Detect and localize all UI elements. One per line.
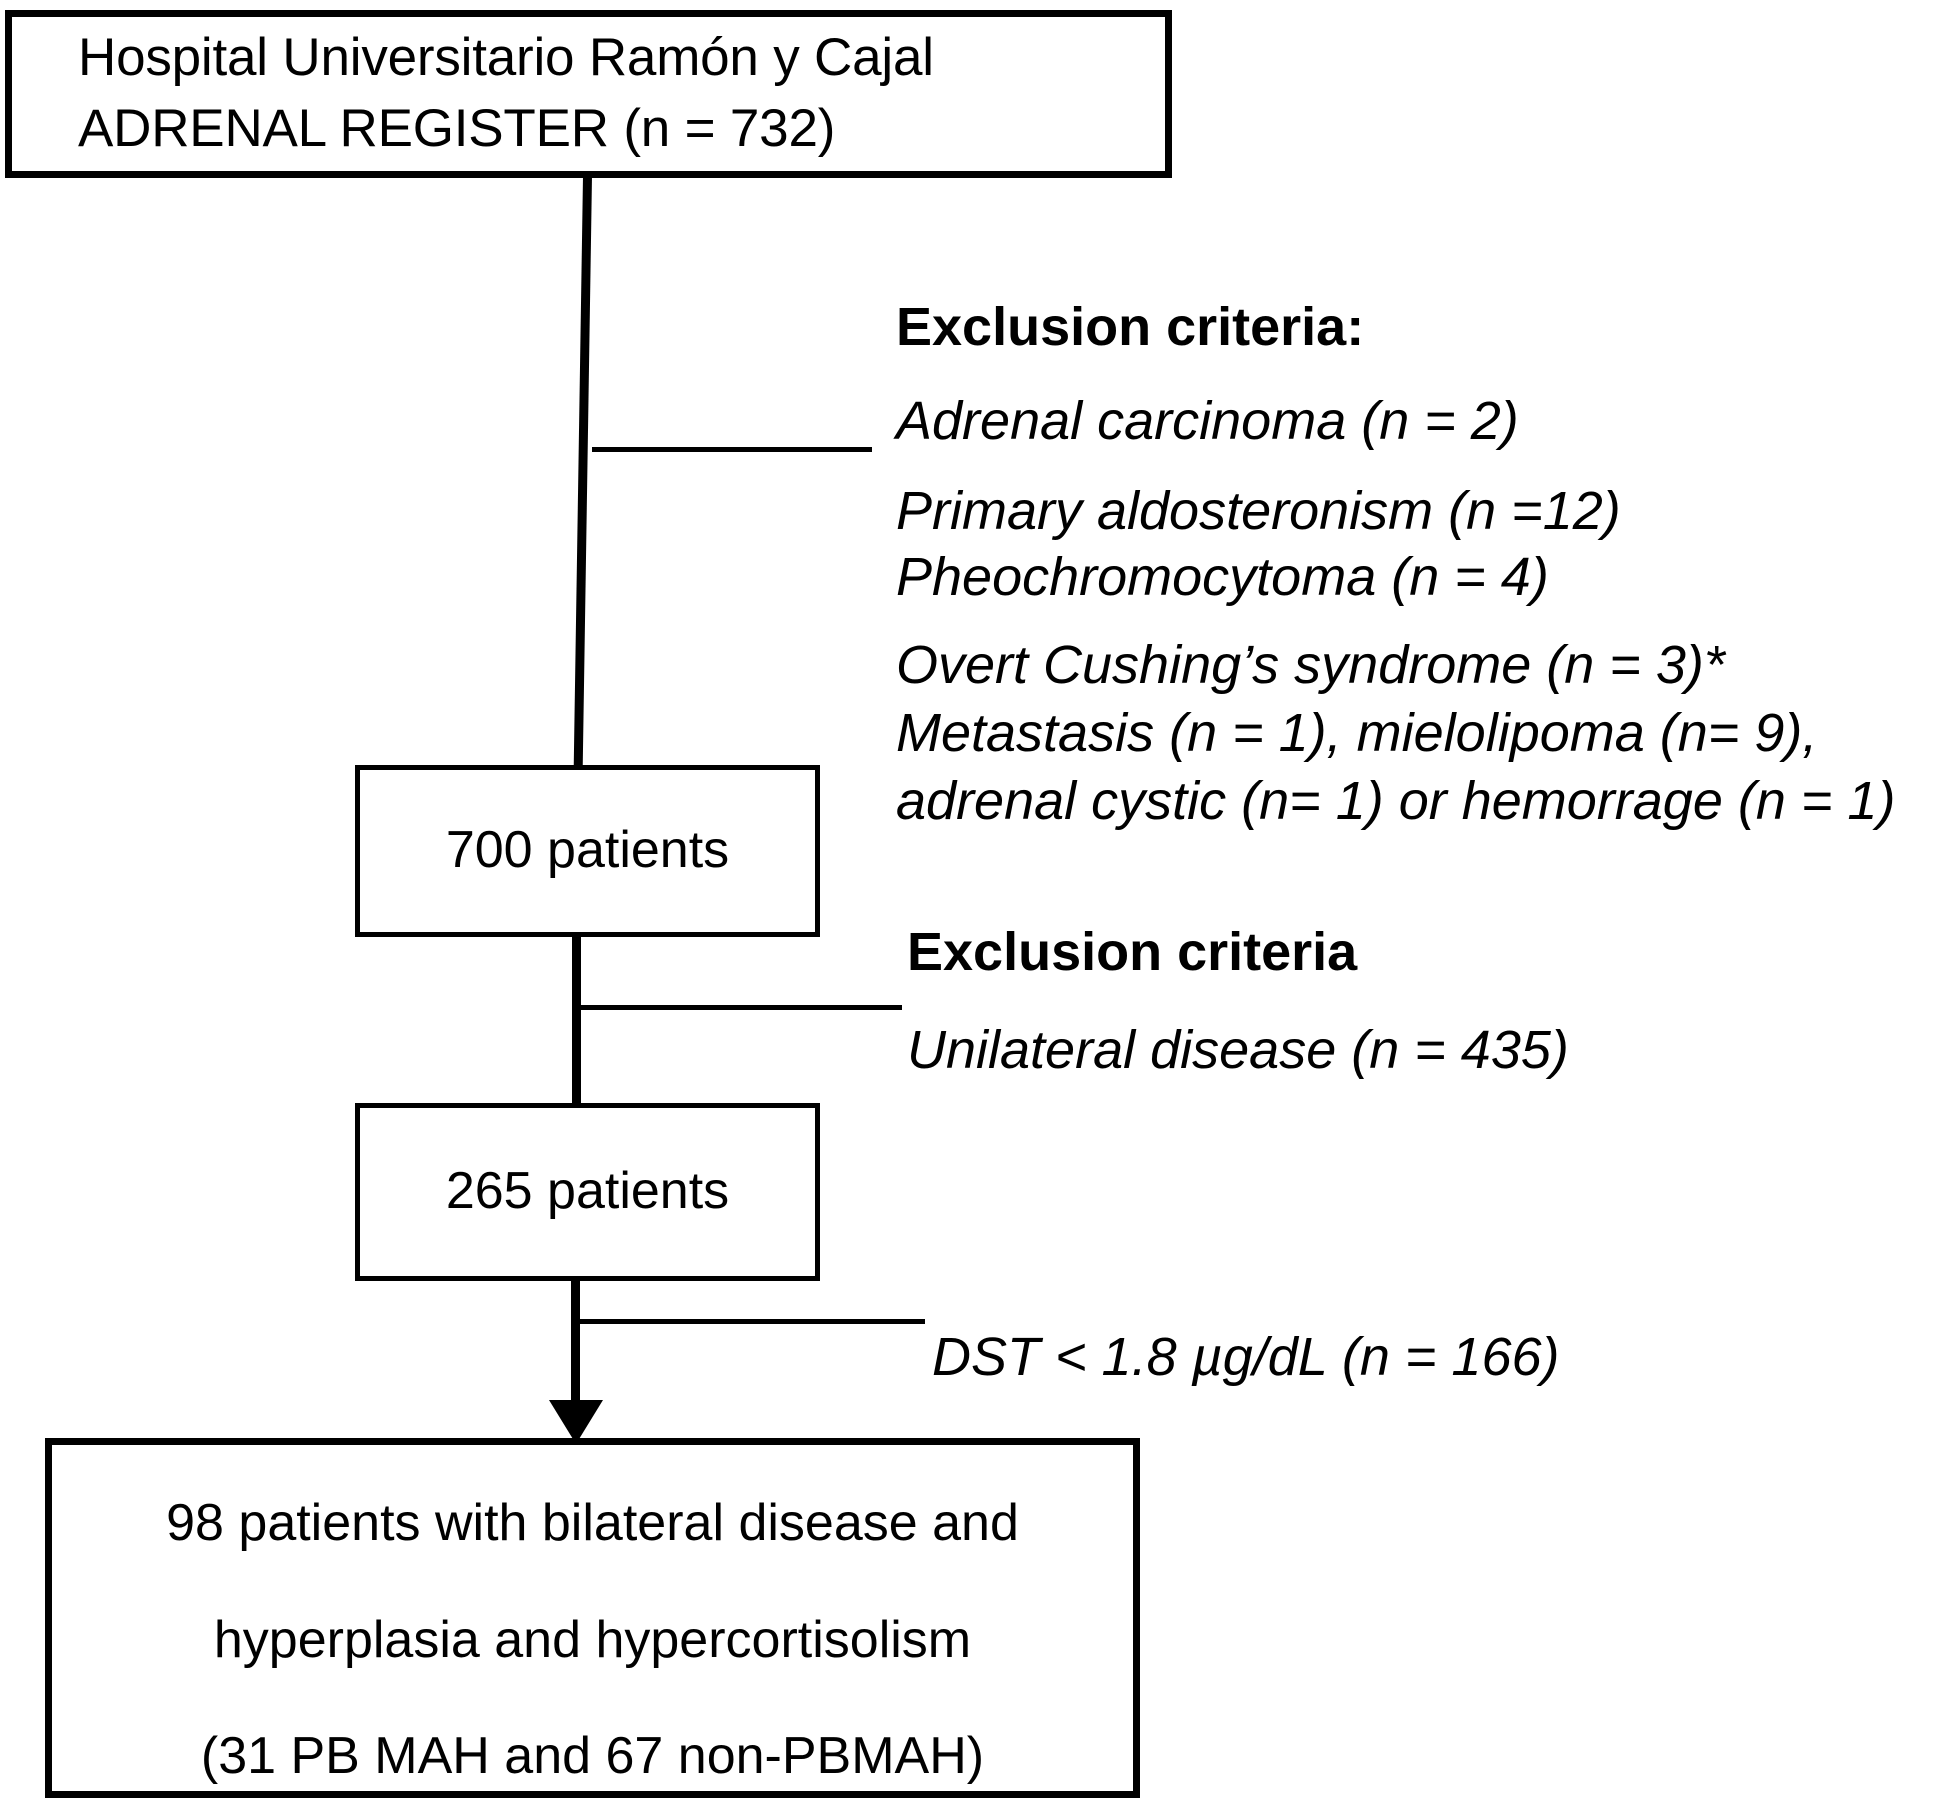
exclusion-2-heading: Exclusion criteria xyxy=(907,922,1358,982)
exclusion-1-item-1: Adrenal carcinoma (n = 2) xyxy=(896,391,1519,451)
node-265-label: 265 patients xyxy=(445,1162,730,1221)
connector-register-to-700 xyxy=(573,176,592,768)
annotation-exclusion-criteria-3: DST < 1.8 µg/dL (n = 166) xyxy=(932,1330,1560,1384)
node-adrenal-register: Hospital Universitario Ramón y Cajal ADR… xyxy=(5,10,1172,178)
connector-branch-exclusion-1 xyxy=(592,447,872,452)
exclusion-1-heading: Exclusion criteria: xyxy=(896,297,1365,357)
connector-branch-exclusion-2 xyxy=(577,1005,902,1010)
register-line-1: Hospital Universitario Ramón y Cajal xyxy=(78,27,934,87)
connector-branch-exclusion-3 xyxy=(577,1319,925,1324)
exclusion-1-item-6: adrenal cystic (n= 1) or hemorrage (n = … xyxy=(896,771,1896,831)
final-cohort-line-3: (31 PB MAH and 67 non-PBMAH) xyxy=(200,1727,985,1786)
exclusion-2-item-1: Unilateral disease (n = 435) xyxy=(907,1020,1569,1080)
connector-265-to-final xyxy=(571,1279,580,1411)
exclusion-1-item-4: Overt Cushing’s syndrome (n = 3)* xyxy=(896,635,1725,695)
arrow-head-icon xyxy=(549,1400,603,1444)
register-line-2: ADRENAL REGISTER (n = 732) xyxy=(78,99,836,158)
final-cohort-line-1: 98 patients with bilateral disease and xyxy=(166,1494,1019,1552)
annotation-exclusion-criteria-1: Exclusion criteria: Adrenal carcinoma (n… xyxy=(896,300,1895,828)
node-265-patients: 265 patients xyxy=(355,1103,820,1281)
exclusion-3-item-1: DST < 1.8 µg/dL (n = 166) xyxy=(932,1327,1560,1387)
node-700-patients: 700 patients xyxy=(355,765,820,937)
node-700-label: 700 patients xyxy=(445,821,730,880)
connector-700-to-265 xyxy=(572,934,581,1106)
node-final-cohort: 98 patients with bilateral disease and h… xyxy=(45,1438,1140,1798)
final-cohort-line-2: hyperplasia and hypercortisolism xyxy=(213,1610,972,1669)
exclusion-1-item-2: Primary aldosteronism (n =12) xyxy=(896,481,1621,541)
annotation-exclusion-criteria-2: Exclusion criteria Unilateral disease (n… xyxy=(907,925,1569,1077)
exclusion-1-item-5: Metastasis (n = 1), mielolipoma (n= 9), xyxy=(896,703,1818,763)
exclusion-1-item-3: Pheochromocytoma (n = 4) xyxy=(896,547,1549,607)
